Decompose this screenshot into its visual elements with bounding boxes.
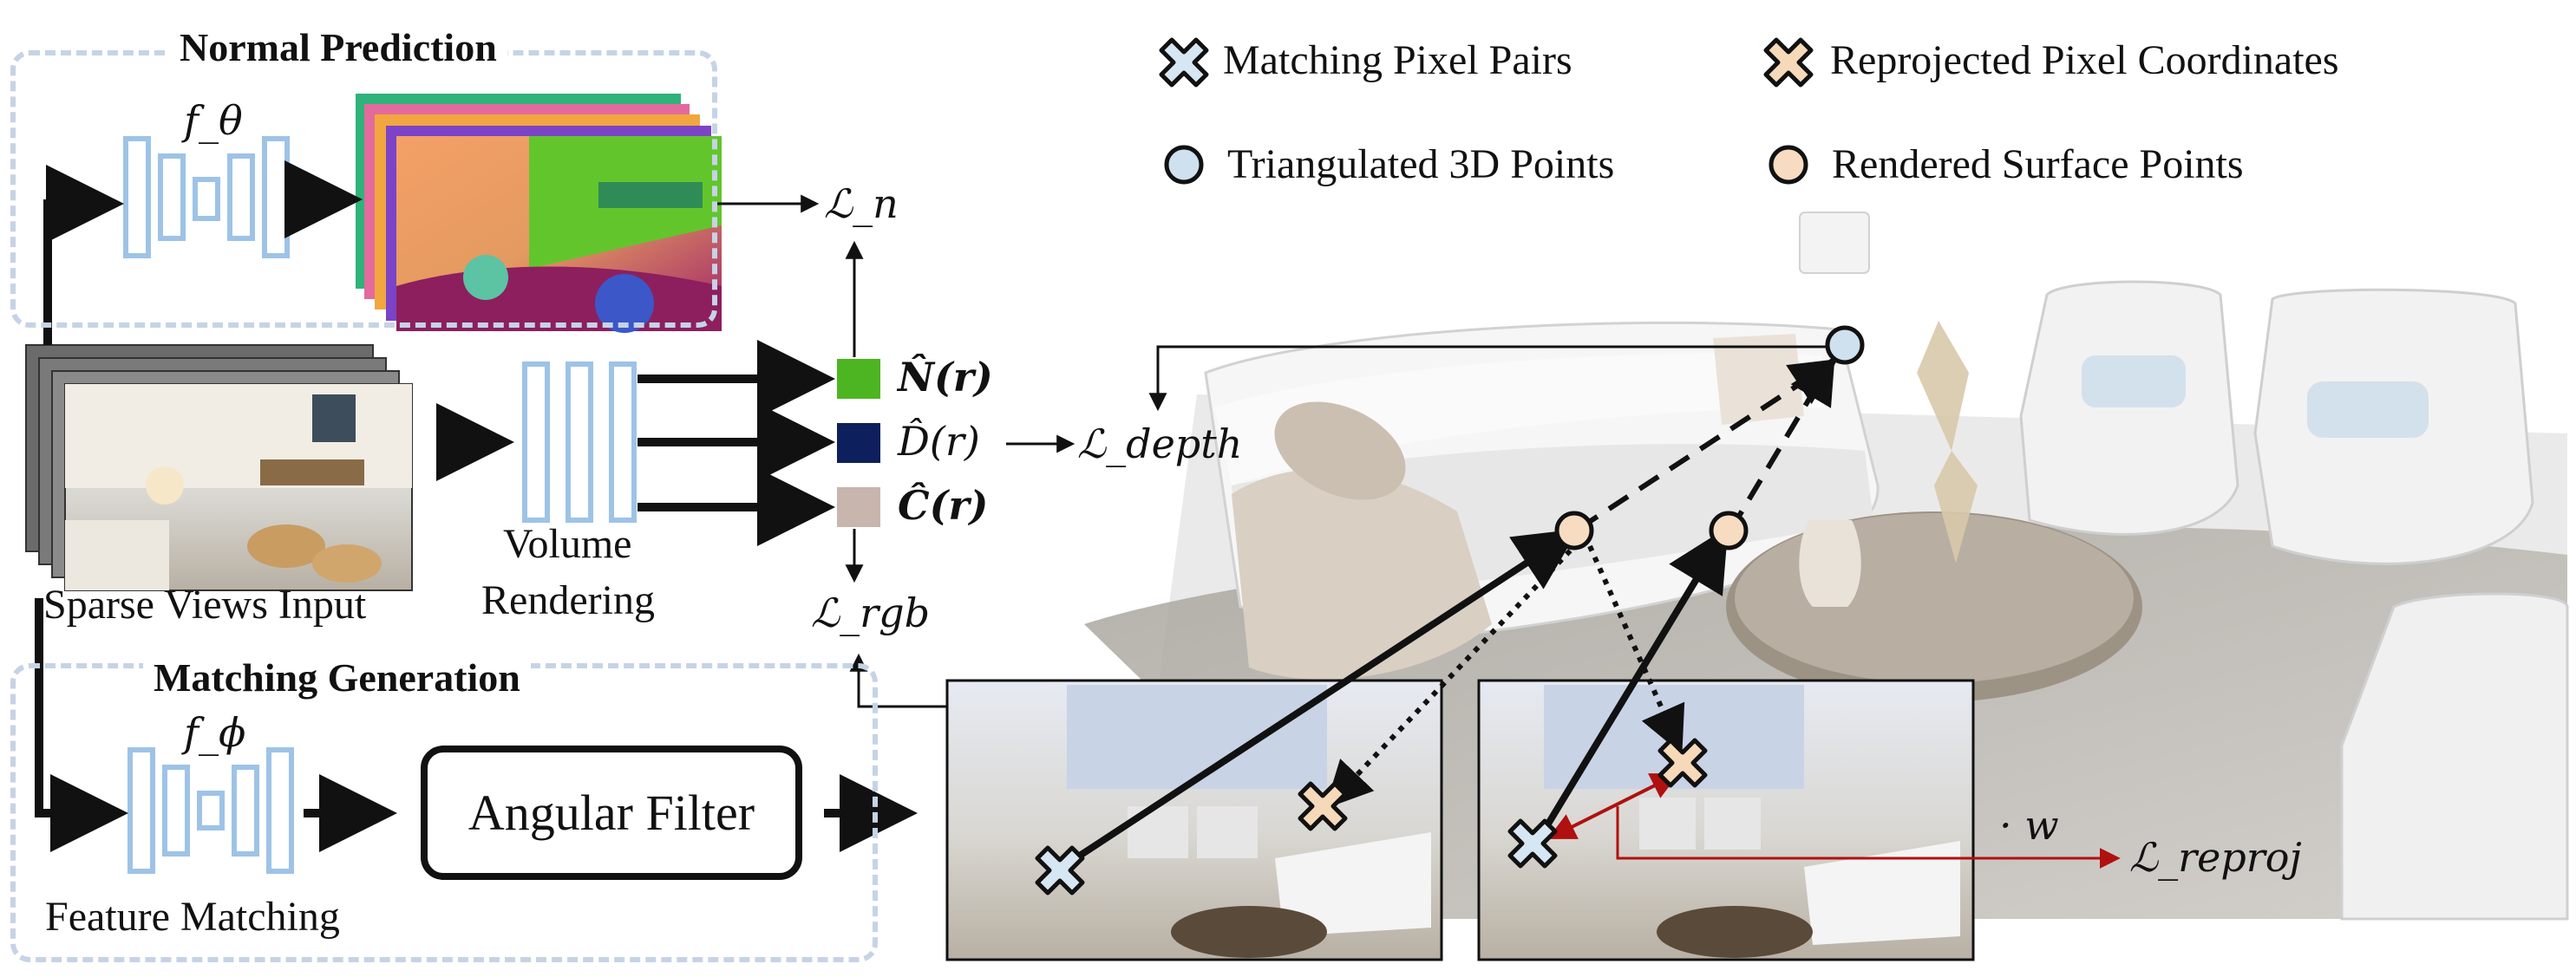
depth-output-swatch xyxy=(837,423,880,463)
color-output-label: Ĉ(r) xyxy=(898,482,989,529)
color-output-swatch xyxy=(837,487,880,527)
normal-prediction-box xyxy=(10,50,717,328)
rgb-loss-label: ℒ_rgb xyxy=(811,589,931,636)
sparse-views-stack xyxy=(25,344,413,591)
weight-label: · w xyxy=(1999,802,2059,849)
feature-matching-label: Feature Matching xyxy=(45,894,340,940)
reprojection-error-arrows xyxy=(1547,773,2121,869)
matching-network-label: f_ϕ xyxy=(184,709,246,756)
matching-network-blocks xyxy=(127,747,294,874)
matching-generation-title: Matching Generation xyxy=(143,655,531,700)
match-marker-right-icon xyxy=(1507,818,1558,869)
normal-prediction-title: Normal Prediction xyxy=(169,24,507,70)
depth-output-label: D̂(r) xyxy=(898,418,980,465)
legend-reproj-icon xyxy=(1763,37,1814,88)
legend-rendered: Rendered Surface Points xyxy=(1832,141,2244,187)
legend-reprojected: Reprojected Pixel Coordinates xyxy=(1830,37,2339,83)
normal-output-swatch xyxy=(837,359,880,399)
angular-filter-box: Angular Filter xyxy=(421,746,802,880)
legend-matching-pairs: Matching Pixel Pairs xyxy=(1223,37,1572,83)
normal-network-blocks xyxy=(123,136,290,258)
volume-rendering-label-2: Rendering xyxy=(481,577,655,623)
reproj-marker-left-icon xyxy=(1298,781,1348,831)
matching-image-left xyxy=(945,679,1443,961)
angular-filter-label: Angular Filter xyxy=(467,785,755,841)
triangulated-point-icon xyxy=(1825,325,1865,365)
legend-match-icon xyxy=(1159,37,1209,88)
legend-triangulated-icon xyxy=(1164,145,1204,185)
depth-loss-label: ℒ_depth xyxy=(1077,420,1243,467)
normal-maps-stack xyxy=(356,94,722,333)
volume-rendering-label-1: Volume xyxy=(503,521,632,567)
normal-output-label: N̂(r) xyxy=(898,354,993,401)
normal-loss-label: ℒ_n xyxy=(824,180,899,227)
legend-rendered-icon xyxy=(1769,145,1808,185)
reproj-marker-right-icon xyxy=(1657,738,1708,788)
sparse-views-label: Sparse Views Input xyxy=(43,582,367,628)
normal-network-label: f_θ xyxy=(184,97,243,144)
rendered-point-left-icon xyxy=(1554,511,1594,550)
match-marker-left-icon xyxy=(1035,845,1085,896)
legend-triangulated: Triangulated 3D Points xyxy=(1227,141,1615,187)
reproj-loss-label: ℒ_reproj xyxy=(2129,834,2302,881)
rendered-point-right-icon xyxy=(1709,511,1749,550)
volume-rendering-blocks xyxy=(522,361,637,523)
